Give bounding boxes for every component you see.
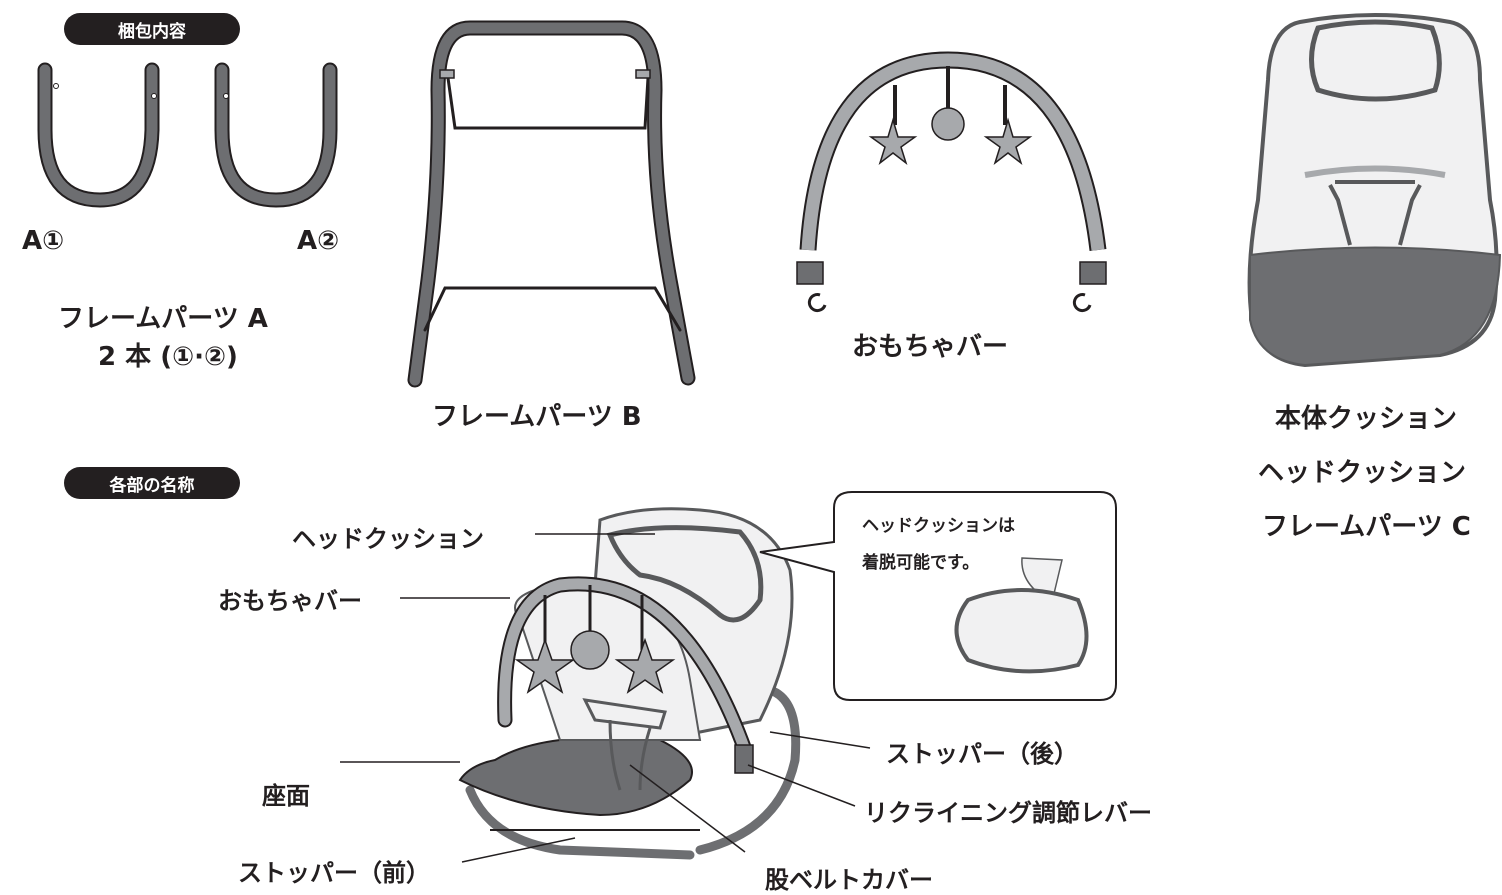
frame-a-title: フレームパーツ A bbox=[58, 304, 268, 334]
cushion-title-3: フレームパーツ C bbox=[1262, 512, 1471, 542]
toy-bar-label: おもちゃバー bbox=[218, 587, 362, 615]
parts-section-badge: 各部の名称 bbox=[64, 467, 240, 499]
recline-lever-label: リクライニング調節レバー bbox=[864, 799, 1152, 827]
callout-line-1: ヘッドクッションは bbox=[862, 516, 1015, 536]
leader-lines bbox=[340, 533, 871, 863]
stopper-rear-label: ストッパー（後） bbox=[886, 740, 1078, 768]
seat-label: 座面 bbox=[262, 782, 310, 810]
head-cushion-callout-box bbox=[759, 491, 1117, 701]
assembled-bouncer-illustration bbox=[458, 507, 801, 860]
stopper-front-label: ストッパー（前） bbox=[238, 859, 430, 887]
body-cushion-illustration bbox=[1247, 13, 1502, 368]
contents-section-badge: 梱包内容 bbox=[64, 13, 240, 45]
toy-bar-illustration bbox=[796, 51, 1107, 312]
frame-part-b-illustration bbox=[407, 20, 696, 388]
cushion-title-2: ヘッドクッション bbox=[1258, 458, 1467, 488]
part-a2-label: A② bbox=[297, 226, 340, 256]
crotch-belt-cover-label: 股ベルトカバー bbox=[765, 866, 933, 894]
head-cushion-label: ヘッドクッション bbox=[292, 525, 484, 553]
frame-part-a2-illustration bbox=[214, 62, 338, 208]
toy-bar-title: おもちゃバー bbox=[852, 332, 1009, 362]
frame-a-count: 2 本 (①·②) bbox=[98, 342, 238, 372]
part-a1-label: A① bbox=[22, 226, 65, 256]
frame-part-a1-illustration bbox=[37, 62, 160, 208]
cushion-title-1: 本体クッション bbox=[1275, 404, 1458, 434]
callout-line-2: 着脱可能です。 bbox=[862, 553, 980, 573]
frame-b-title: フレームパーツ B bbox=[432, 402, 642, 432]
